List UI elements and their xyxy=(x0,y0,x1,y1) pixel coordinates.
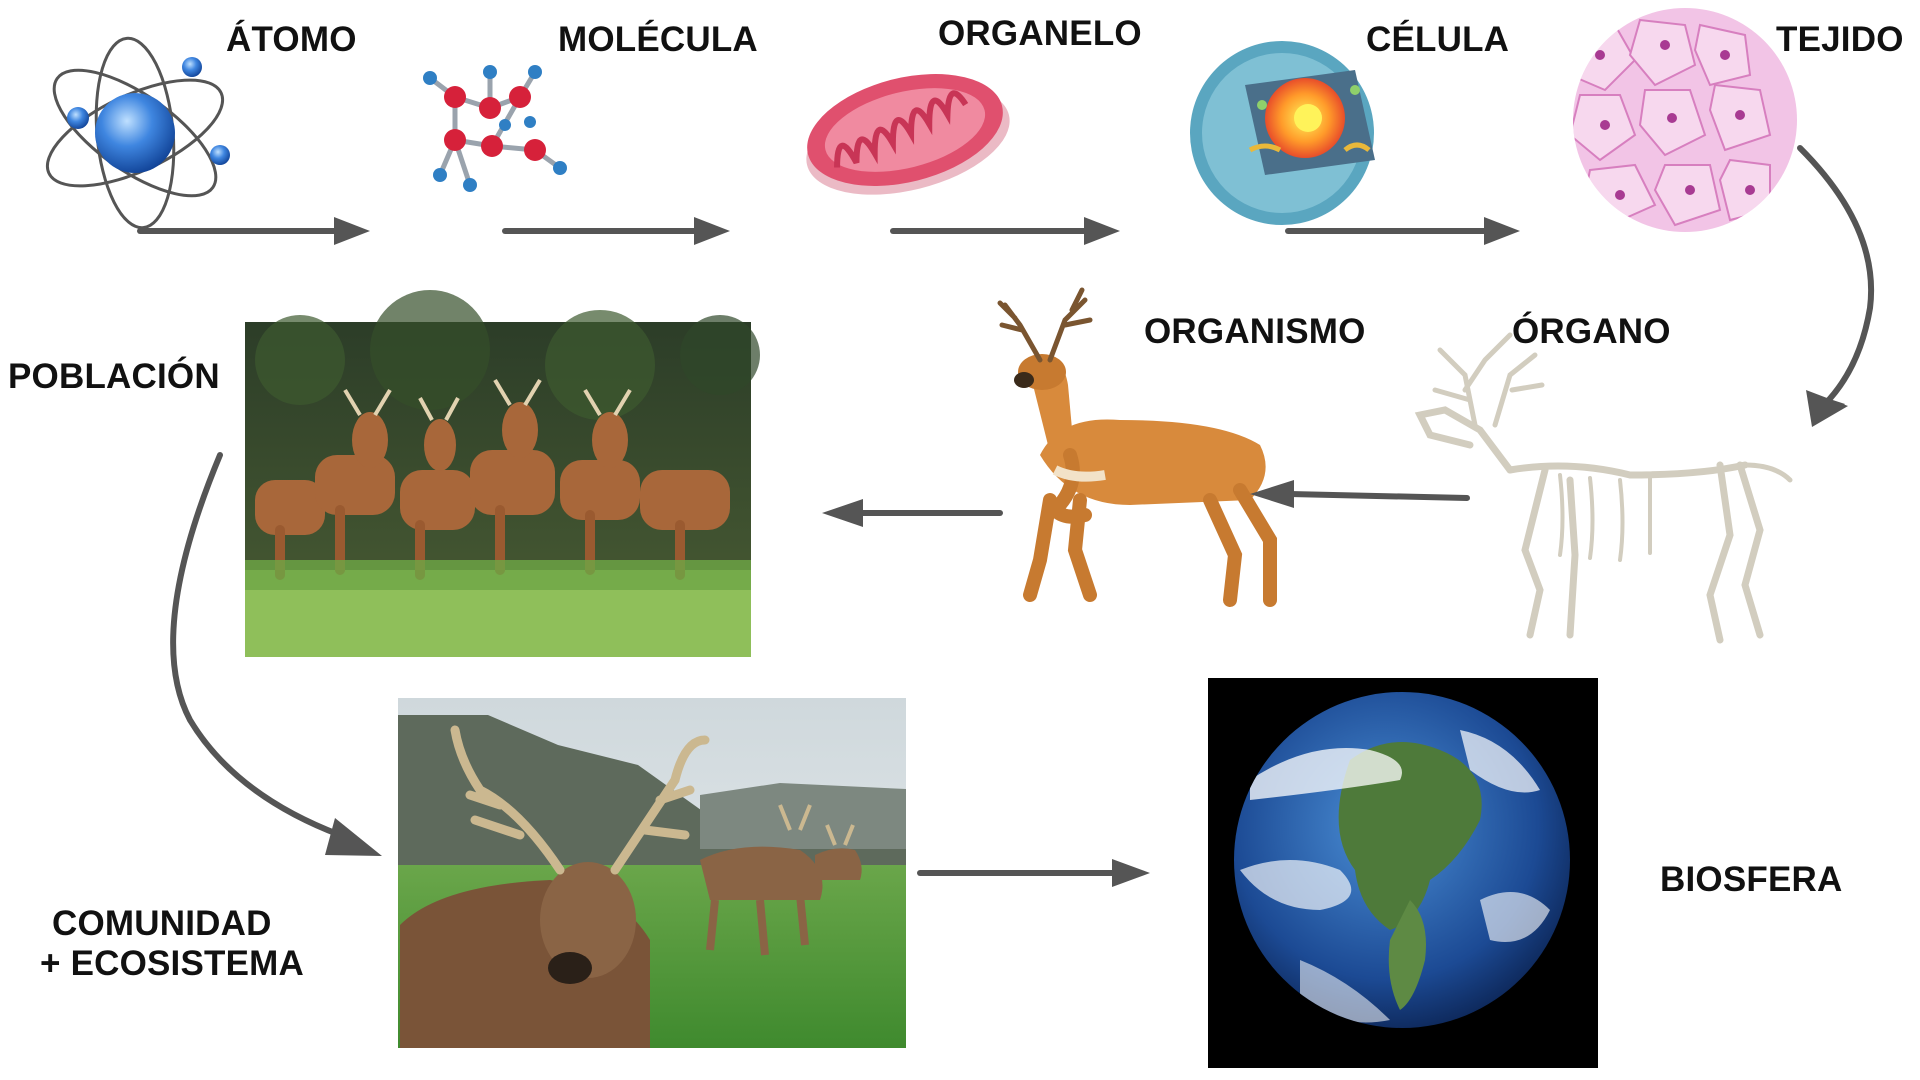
arrow-celula-tejido xyxy=(1285,217,1520,245)
arrow-tejido-organo xyxy=(1797,145,1875,427)
flow-arrows xyxy=(137,145,1875,887)
label-comunidad: COMUNIDAD xyxy=(52,904,272,943)
deer-icon xyxy=(997,287,1277,607)
molecule-icon xyxy=(423,65,567,192)
label-poblacion: POBLACIÓN xyxy=(8,357,220,396)
earth-icon xyxy=(1208,678,1598,1068)
label-organismo: ORGANISMO xyxy=(1144,312,1366,351)
label-molecula: MOLÉCULA xyxy=(558,20,758,59)
label-atomo: ÁTOMO xyxy=(226,20,357,59)
arrow-organismo-poblacion xyxy=(822,499,1003,527)
label-organelo: ORGANELO xyxy=(938,14,1142,53)
arrow-comunidad-biosfera xyxy=(917,859,1150,887)
mitochondrion-icon xyxy=(806,74,1010,195)
label-celula: CÉLULA xyxy=(1366,20,1510,59)
label-comunidad-ecosistema: COMUNIDAD + ECOSISTEMA xyxy=(40,904,304,985)
ecosystem-photo xyxy=(398,698,906,1048)
arrow-poblacion-comunidad xyxy=(170,452,382,856)
arrow-organo-organismo xyxy=(1250,480,1470,508)
arrow-molecula-organelo xyxy=(502,217,730,245)
tissue-icon xyxy=(1573,8,1797,232)
atom-icon xyxy=(45,36,230,230)
arrow-atomo-molecula xyxy=(137,217,370,245)
cell-icon xyxy=(1190,41,1375,225)
label-tejido: TEJIDO xyxy=(1776,20,1904,59)
arrow-organelo-celula xyxy=(890,217,1120,245)
herd-photo xyxy=(245,290,760,657)
label-organo: ÓRGANO xyxy=(1512,312,1671,351)
label-biosfera: BIOSFERA xyxy=(1660,860,1843,899)
label-ecosistema: + ECOSISTEMA xyxy=(40,944,304,984)
skeleton-icon xyxy=(1414,332,1793,644)
